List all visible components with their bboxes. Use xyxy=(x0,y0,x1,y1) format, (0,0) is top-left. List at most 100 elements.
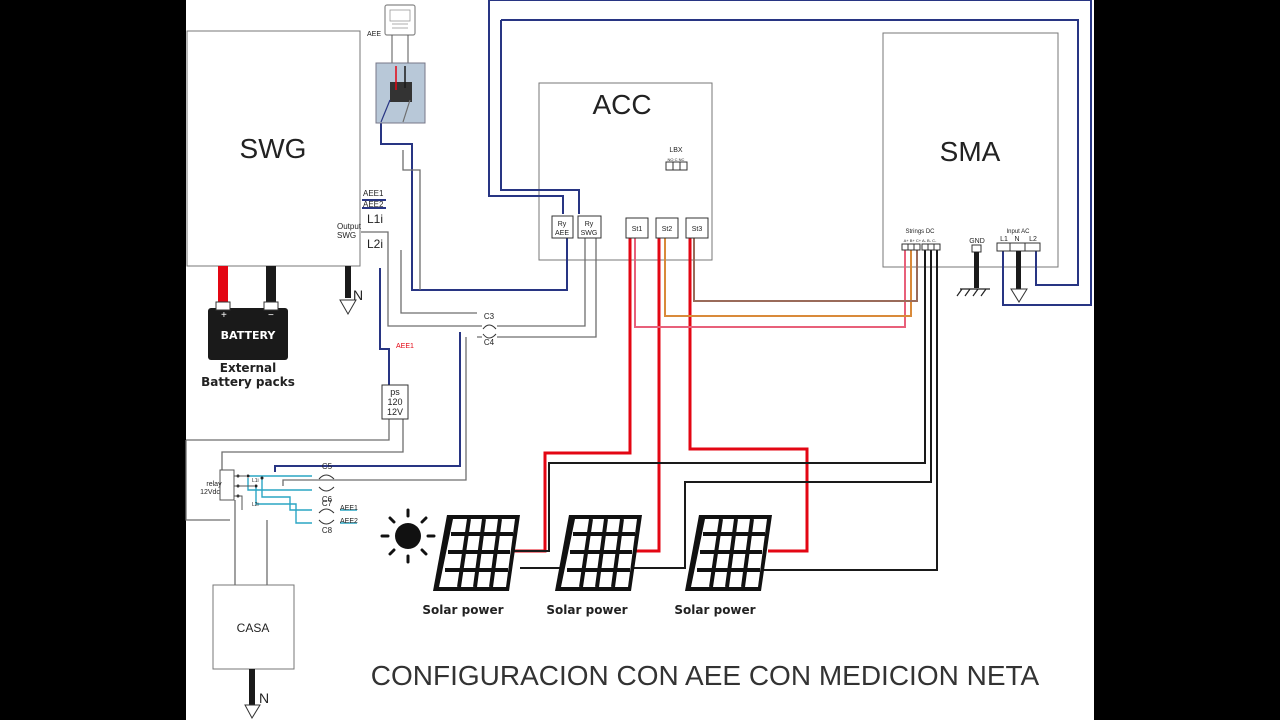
input-l2-label: L2 xyxy=(1029,236,1037,243)
wire-black-a xyxy=(513,246,926,552)
wire-teal-c6 xyxy=(247,478,312,491)
battery: + − xyxy=(208,266,288,360)
navy-wires xyxy=(274,0,1092,472)
wire-navy-outer-right xyxy=(489,0,1092,306)
wire-teal-c7 xyxy=(261,478,312,511)
swg-l1i-label: L1i xyxy=(367,212,383,226)
wire-brown-string xyxy=(693,238,918,302)
battery-caption-1: External xyxy=(220,361,276,375)
aee1-red-label: AEE1 xyxy=(396,343,414,350)
wire-meter-gray xyxy=(402,150,421,290)
contact-c7-label: C7 xyxy=(322,499,333,508)
casa-neutral-wire xyxy=(249,669,255,705)
ps-block xyxy=(381,384,409,420)
input-ac-terminals xyxy=(996,242,1041,252)
relay-contacts xyxy=(234,474,264,510)
wire-orange-string xyxy=(664,238,912,317)
contact-c3 xyxy=(477,324,502,330)
wire-c3-to-relay xyxy=(274,332,461,472)
ry-aee-label-1: Ry xyxy=(558,221,567,228)
input-ac-label: Input AC xyxy=(1006,229,1030,235)
svg-text:+: + xyxy=(221,310,227,321)
solar-panel-2-icon xyxy=(555,515,642,591)
contact-c6 xyxy=(318,486,335,492)
contact-c6-label: C6 xyxy=(322,495,333,504)
contact-c3-label: C3 xyxy=(484,312,495,321)
contact-c4-label: C4 xyxy=(484,338,495,347)
battery-label: BATTERY xyxy=(221,329,277,342)
ps-label-1: ps xyxy=(390,387,400,397)
ry-swg-label-2: SWG xyxy=(581,230,598,237)
wire-meter-to-ry-aee xyxy=(380,123,568,291)
input-l1-label: L1 xyxy=(1000,236,1008,243)
solar-panel-1-label: Solar power xyxy=(422,603,503,617)
wire-ps-to-relay xyxy=(221,419,404,475)
wire-output-swg-to-c3 xyxy=(361,231,477,327)
relay-block xyxy=(219,469,235,501)
relay-aee2-out-label: AEE2 xyxy=(340,518,358,525)
ry-swg-relay xyxy=(577,215,602,239)
contact-c4 xyxy=(477,333,502,339)
st1-terminal xyxy=(625,217,649,239)
wire-l2i-to-c4 xyxy=(400,250,477,314)
swg-output-label-1: Output xyxy=(337,222,362,231)
sma-neutral-wire xyxy=(1016,251,1021,289)
solar-panel-3-icon xyxy=(685,515,772,591)
strings-dc-label: Strings DC xyxy=(905,229,935,235)
casa-label: CASA xyxy=(237,621,270,635)
sma-label: SMA xyxy=(940,136,1001,167)
st2-label: St2 xyxy=(662,226,673,233)
ry-swg-label-1: Ry xyxy=(585,221,594,228)
sun-icon xyxy=(380,508,436,564)
swg-label: SWG xyxy=(240,133,307,164)
sma-block xyxy=(882,32,1059,268)
teal-wires xyxy=(247,475,357,524)
swg-output-label-2: SWG xyxy=(337,231,356,240)
wire-red-st3 xyxy=(688,238,809,553)
st1-label: St1 xyxy=(632,226,643,233)
st3-terminal xyxy=(685,217,709,239)
aee-meter xyxy=(384,4,416,63)
ry-aee-label-2: AEE xyxy=(555,230,569,237)
swg-aee2-label: AEE2 xyxy=(363,200,384,209)
wire-c4-to-ry-swg xyxy=(502,238,597,338)
contact-c8 xyxy=(318,519,335,525)
gnd-wire xyxy=(974,252,979,288)
wire-pink-string xyxy=(634,238,906,328)
swg-block xyxy=(186,30,361,267)
contact-c8-label: C8 xyxy=(322,526,333,535)
swg-neutral-arrow-icon xyxy=(339,299,357,316)
contact-c5 xyxy=(318,474,335,480)
relay-label-1: relay xyxy=(206,481,222,488)
ry-aee-relay xyxy=(551,215,574,239)
svg-text:−: − xyxy=(268,310,274,321)
lbx-terminals xyxy=(665,161,688,171)
wire-swg-to-ps xyxy=(379,268,390,385)
ps-label-2: 120 xyxy=(387,397,402,407)
wire-navy-inner-right xyxy=(501,19,1079,286)
solar-panel-1-icon xyxy=(433,515,520,591)
strings-terms-label: A+ B+ C+ A- B- C- xyxy=(904,238,937,243)
aee-feed-arrows xyxy=(362,199,386,209)
meter-label: AEE xyxy=(367,31,381,38)
ground-icon xyxy=(956,288,990,297)
swg-aee1-label: AEE1 xyxy=(363,189,384,198)
strings-dc-terminals xyxy=(901,243,941,251)
relay-aee1-out-label: AEE1 xyxy=(340,505,358,512)
casa-neutral-arrow-icon xyxy=(244,704,261,720)
input-n-label: N xyxy=(1014,236,1019,243)
wire-teal-c8 xyxy=(255,486,312,524)
swg-neutral-label: N xyxy=(353,287,363,303)
st2-terminal xyxy=(655,217,679,239)
lbx-label: LBX xyxy=(669,147,683,154)
breaker-panel xyxy=(375,62,426,124)
wire-c4-to-relay xyxy=(282,337,467,486)
swg-neutral-wire xyxy=(345,266,351,298)
relay-l1i-label: L1i xyxy=(252,478,259,484)
casa-neutral-label: N xyxy=(259,690,269,706)
gnd-terminal xyxy=(971,244,982,253)
relay-l2i-label: L2i xyxy=(252,502,259,508)
wire-navy-inner-top xyxy=(500,20,580,214)
